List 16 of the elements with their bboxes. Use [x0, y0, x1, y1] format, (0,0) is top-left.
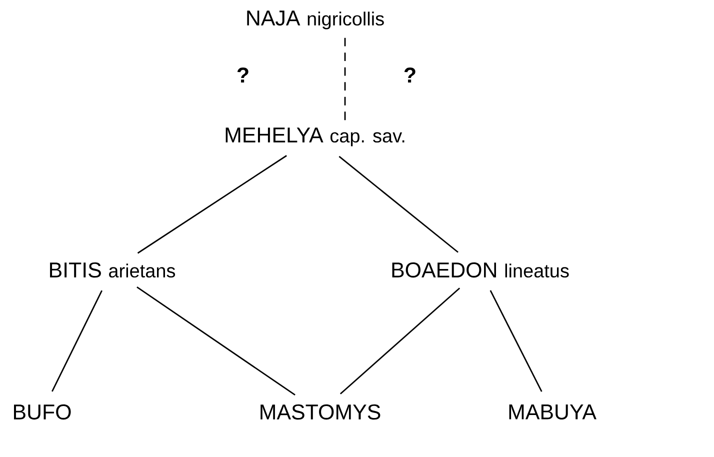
taxon-label: NAJA nigricollis [247, 10, 384, 30]
question-mark: ? [404, 67, 416, 82]
connecting-line [136, 286, 296, 396]
taxon-label: BUFO [14, 404, 71, 420]
connecting-line [344, 38, 346, 122]
question-mark: ? [237, 67, 248, 82]
taxon-label: MEHELYA cap. sav. [226, 128, 404, 146]
connecting-line [137, 155, 287, 254]
connecting-line [338, 156, 458, 253]
connecting-line [340, 288, 460, 394]
taxon-label: MASTOMYS [260, 404, 380, 420]
taxon-label: BOAEDON lineatus [392, 262, 569, 278]
taxon-label: BITIS arietans [50, 262, 176, 278]
connecting-line [490, 290, 542, 392]
connecting-line [52, 290, 102, 392]
taxon-label: MABUYA [509, 404, 596, 420]
